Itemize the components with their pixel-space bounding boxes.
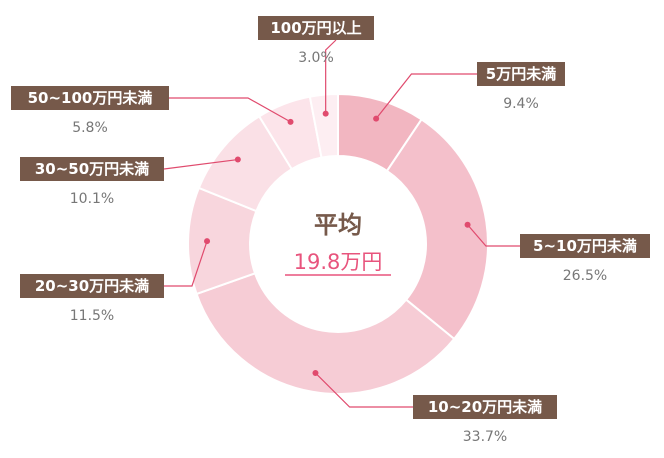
slice-percent: 10.1% <box>70 191 114 207</box>
label-group: 5万円未満 9.4% 5~10万円未満 26.5% 10~20万円未満 33.7% 20~3… <box>11 16 650 445</box>
label-tag-bg <box>20 157 164 181</box>
leader-line <box>163 158 238 170</box>
slice-3 <box>195 272 456 395</box>
label-tag-bg <box>11 86 169 110</box>
center-title: 平均 <box>314 211 362 239</box>
slice-7 <box>308 92 339 159</box>
slice-percent: 26.5% <box>563 268 607 284</box>
slice-label: 50~100万円未満 <box>28 89 153 107</box>
leader-line <box>169 97 291 123</box>
slice-percent: 3.0% <box>298 50 334 66</box>
leader-line <box>325 39 337 114</box>
slice-percent: 33.7% <box>463 429 507 445</box>
center-value: 19.8万円 <box>294 250 383 274</box>
slice-percent: 9.4% <box>503 96 539 112</box>
label-tag-bg <box>258 16 374 40</box>
leader-line <box>315 372 413 408</box>
slice-label: 5万円未満 <box>486 65 556 83</box>
slice-label: 20~30万円未満 <box>35 277 149 295</box>
leader-group <box>163 39 520 408</box>
slice-label: 10~20万円未満 <box>428 398 542 416</box>
slice-label: 30~50万円未満 <box>35 160 149 178</box>
leader-line <box>467 224 520 247</box>
label-tag-bg <box>520 234 650 258</box>
label-tag-bg <box>413 395 557 419</box>
slice-label: 5~10万円未満 <box>533 237 637 255</box>
label-tag-bg <box>477 62 565 86</box>
slice-percent: 11.5% <box>70 308 114 324</box>
slice-2 <box>385 118 489 341</box>
slice-label: 100万円以上 <box>270 19 361 37</box>
slice-percent: 5.8% <box>72 120 108 136</box>
slice-group <box>187 92 489 395</box>
leader-line <box>164 240 208 287</box>
leader-line <box>375 73 477 120</box>
label-tag-bg <box>20 274 164 298</box>
